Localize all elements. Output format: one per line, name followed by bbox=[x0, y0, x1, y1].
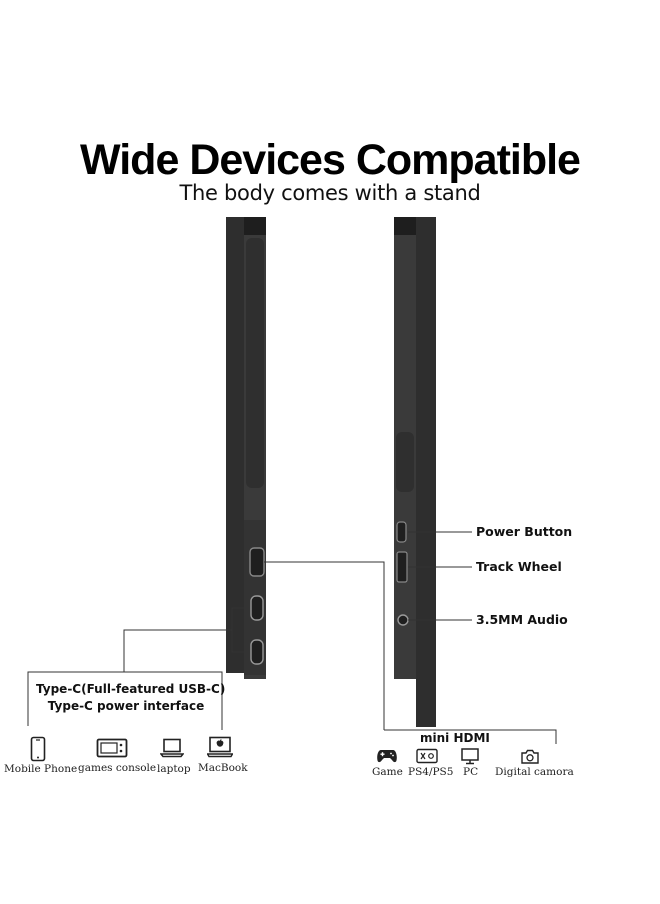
left-port-mini-hdmi bbox=[249, 547, 265, 577]
games-console-icon bbox=[96, 738, 128, 758]
callout-lines bbox=[27, 531, 557, 744]
typec-label-line1: Type-C(Full-featured USB-C) bbox=[36, 682, 226, 696]
left-device-screen-edge bbox=[226, 217, 244, 673]
device-label-pc: PC bbox=[463, 766, 479, 778]
device-label-games-console: games console bbox=[78, 762, 157, 774]
left-port-typec-1 bbox=[250, 595, 264, 621]
right-stand-hinge bbox=[396, 432, 414, 492]
device-label-digital-camera: Digital camora bbox=[495, 766, 574, 778]
page-subtitle: The body comes with a stand bbox=[179, 181, 481, 205]
page-title: Wide Devices Compatible bbox=[80, 136, 581, 184]
device-label-mobile-phone: Mobile Phone bbox=[4, 763, 78, 775]
camera-icon bbox=[521, 749, 539, 764]
right-device-side-view bbox=[394, 217, 436, 727]
device-label-laptop: laptop bbox=[157, 763, 191, 775]
power-button bbox=[396, 521, 407, 543]
typec-label-line2: Type-C power interface bbox=[47, 699, 205, 713]
macbook-icon bbox=[207, 736, 233, 758]
mobile-phone-icon bbox=[30, 736, 46, 762]
gamepad-icon bbox=[377, 750, 397, 763]
laptop-icon bbox=[160, 738, 184, 758]
device-label-ps4-ps5: PS4/PS5 bbox=[408, 766, 454, 778]
audio-jack bbox=[397, 614, 409, 626]
mini-hdmi-label: mini HDMI bbox=[420, 731, 490, 745]
device-label-game: Game bbox=[372, 766, 403, 778]
right-device-screen-edge bbox=[416, 217, 436, 727]
left-stand-hinge bbox=[246, 238, 264, 488]
monitor-icon bbox=[461, 748, 479, 765]
audio-label: 3.5MM Audio bbox=[476, 612, 568, 627]
track-wheel-label: Track Wheel bbox=[476, 559, 562, 574]
device-label-macbook: MacBook bbox=[198, 762, 248, 774]
power-button-label: Power Button bbox=[476, 524, 573, 539]
ps-console-icon bbox=[416, 748, 438, 764]
left-port-typec-2 bbox=[250, 639, 264, 665]
track-wheel bbox=[396, 551, 408, 583]
left-device-side-view bbox=[226, 217, 266, 679]
